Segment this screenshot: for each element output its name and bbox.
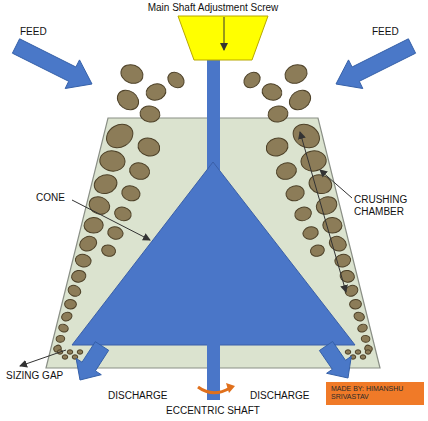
block-arrow xyxy=(12,39,92,89)
rock xyxy=(309,243,325,257)
leader-line xyxy=(72,200,150,240)
part-label: FEED xyxy=(20,26,47,38)
rock xyxy=(302,225,320,241)
rock xyxy=(106,225,124,241)
rock xyxy=(114,86,143,114)
adjustment-screw xyxy=(178,16,268,60)
leader-line xyxy=(320,170,352,198)
rock xyxy=(62,355,68,359)
rock xyxy=(102,120,137,153)
rock xyxy=(365,350,371,354)
rock xyxy=(275,161,299,182)
rock xyxy=(56,335,65,343)
rock xyxy=(67,350,73,354)
rock xyxy=(99,149,126,172)
rock xyxy=(71,269,87,283)
rock xyxy=(144,82,167,103)
rock xyxy=(260,82,283,103)
rock xyxy=(100,243,116,257)
rock xyxy=(286,86,315,114)
block-arrow xyxy=(76,342,109,380)
rock xyxy=(136,136,162,159)
rock xyxy=(357,323,368,333)
rock xyxy=(60,311,73,323)
rock xyxy=(314,194,340,217)
cone xyxy=(72,162,355,345)
rock xyxy=(84,217,104,233)
rock xyxy=(307,172,334,196)
rock xyxy=(165,69,187,91)
rock xyxy=(74,253,92,269)
rock xyxy=(360,355,366,359)
rock xyxy=(64,299,76,309)
part-label: Main Shaft Adjustment Screw xyxy=(148,2,279,14)
rock xyxy=(300,149,327,172)
rock xyxy=(77,350,83,354)
rock xyxy=(353,311,366,323)
leader-line xyxy=(20,350,66,366)
rock xyxy=(77,234,99,254)
part-label: FEED xyxy=(372,26,399,38)
rock xyxy=(66,283,82,298)
rock xyxy=(58,323,69,333)
rock xyxy=(241,69,263,91)
rock xyxy=(355,350,361,354)
rock xyxy=(284,184,306,203)
block-arrow xyxy=(336,39,416,89)
rock xyxy=(349,299,361,309)
block-arrow xyxy=(319,342,351,379)
credit-text: MADE BY: HIMANSHU SRIVASTAV xyxy=(331,385,419,402)
rock xyxy=(267,104,289,123)
rock xyxy=(120,184,142,203)
part-label: CRUSHING CHAMBER xyxy=(354,194,424,217)
part-label: CONE xyxy=(36,192,65,204)
chamber-dimension xyxy=(300,132,346,292)
rock xyxy=(282,62,309,87)
rock xyxy=(128,161,152,182)
part-label: SIZING GAP xyxy=(6,370,63,382)
part-label: ECCENTRIC SHAFT xyxy=(166,405,260,417)
credit-box: MADE BY: HIMANSHU SRIVASTAV xyxy=(326,382,424,405)
rock xyxy=(345,350,351,354)
rock xyxy=(289,120,324,153)
leader-line xyxy=(224,17,225,50)
rock xyxy=(92,172,119,196)
rotation-arrow xyxy=(198,387,230,393)
main-shaft xyxy=(207,58,220,170)
rock xyxy=(264,136,290,159)
rock xyxy=(139,104,161,123)
rock xyxy=(113,205,133,222)
rock xyxy=(361,335,370,343)
part-label: DISCHARGE xyxy=(108,390,167,402)
rock xyxy=(293,205,313,222)
rock xyxy=(118,62,145,87)
part-label: DISCHARGE xyxy=(250,390,309,402)
rotation-arrow-head xyxy=(226,383,235,393)
